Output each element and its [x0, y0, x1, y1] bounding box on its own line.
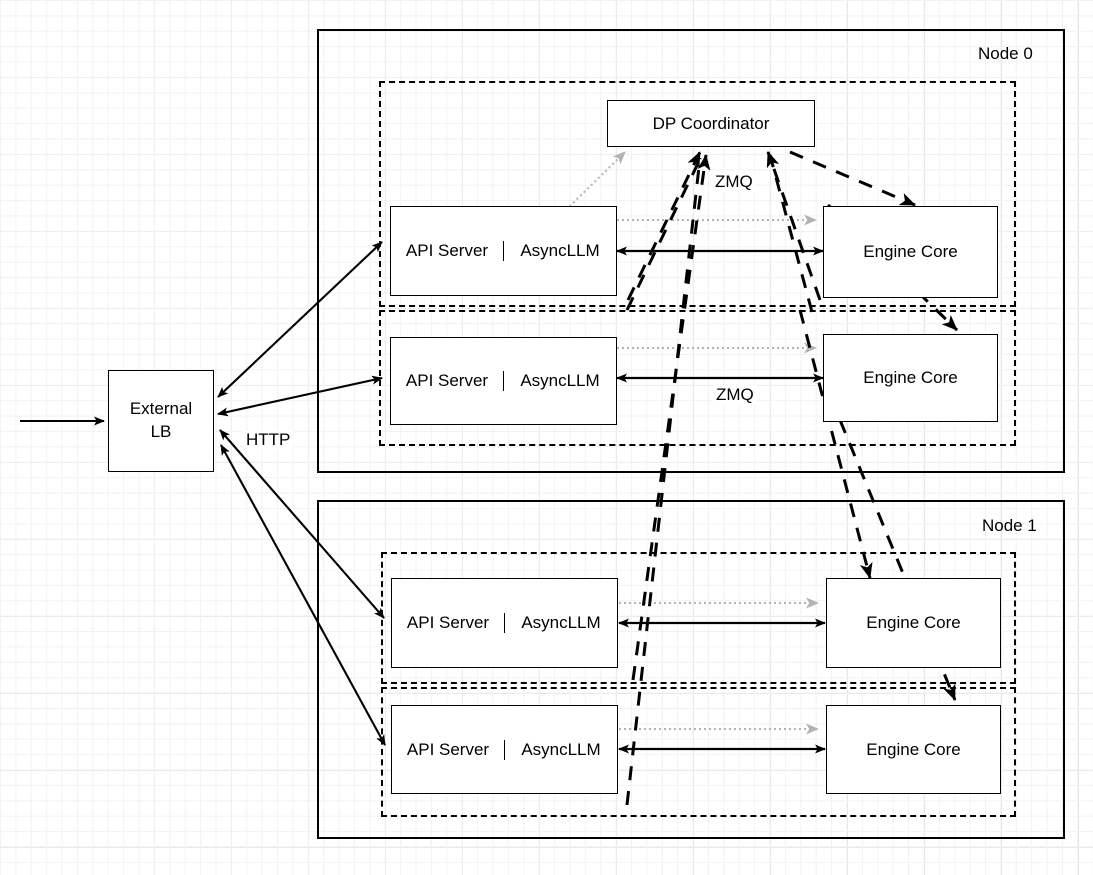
node-0-label: Node 0 [978, 44, 1033, 63]
node-0-rank-0-server-box[interactable]: API Server AsyncLLM [390, 206, 617, 296]
node-1-rank-1-engine-core[interactable]: Engine Core [826, 705, 1001, 794]
node-1-rank-1-api-server[interactable]: API Server [392, 739, 505, 760]
node-1-rank-0-engine-core[interactable]: Engine Core [826, 578, 1001, 668]
node-1-rank-0-engine-core-label: Engine Core [866, 613, 961, 632]
dp-coordinator-label: DP Coordinator [652, 113, 770, 133]
node-1-rank-0-api-server[interactable]: API Server [392, 613, 505, 633]
node-0-rank-1-async-llm[interactable]: AsyncLLM [520, 371, 600, 390]
node-0-rank-0-engine-core-label: Engine Core [863, 242, 958, 261]
node-1-rank-1-server-box[interactable]: API Server AsyncLLM [391, 705, 618, 794]
node-0-rank-0-group [379, 81, 1016, 307]
node-0-rank-1-server-box[interactable]: API Server AsyncLLM [390, 337, 617, 425]
external-lb-label-line2: LB [150, 422, 172, 441]
http-label: HTTP [243, 430, 294, 450]
node-1-rank-1-engine-core-label: Engine Core [866, 739, 961, 759]
node-0-rank-1-engine-core[interactable]: Engine Core [823, 334, 998, 422]
node-0-rank-0-api-server[interactable]: API Server [391, 241, 504, 261]
zmq-label-second: ZMQ [713, 385, 757, 405]
zmq-label-top: ZMQ [712, 172, 756, 192]
node-1-rank-1-group [381, 687, 1016, 817]
external-lb-label-line1: External [129, 399, 193, 419]
node-0-rank-1-api-server[interactable]: API Server [391, 371, 504, 391]
node-0-rank-0-async-llm[interactable]: AsyncLLM [520, 241, 600, 260]
node-0-rank-0-engine-core[interactable]: Engine Core [823, 206, 998, 298]
dp-coordinator-box[interactable]: DP Coordinator [607, 100, 815, 147]
external-lb-box[interactable]: External LB [108, 370, 214, 472]
node-1-rank-0-async-llm[interactable]: AsyncLLM [521, 613, 601, 632]
node-1-label: Node 1 [982, 516, 1037, 535]
node-1-rank-0-server-box[interactable]: API Server AsyncLLM [391, 578, 618, 668]
node-0-rank-1-engine-core-label: Engine Core [863, 368, 958, 387]
node-1-rank-1-async-llm[interactable]: AsyncLLM [521, 739, 601, 759]
